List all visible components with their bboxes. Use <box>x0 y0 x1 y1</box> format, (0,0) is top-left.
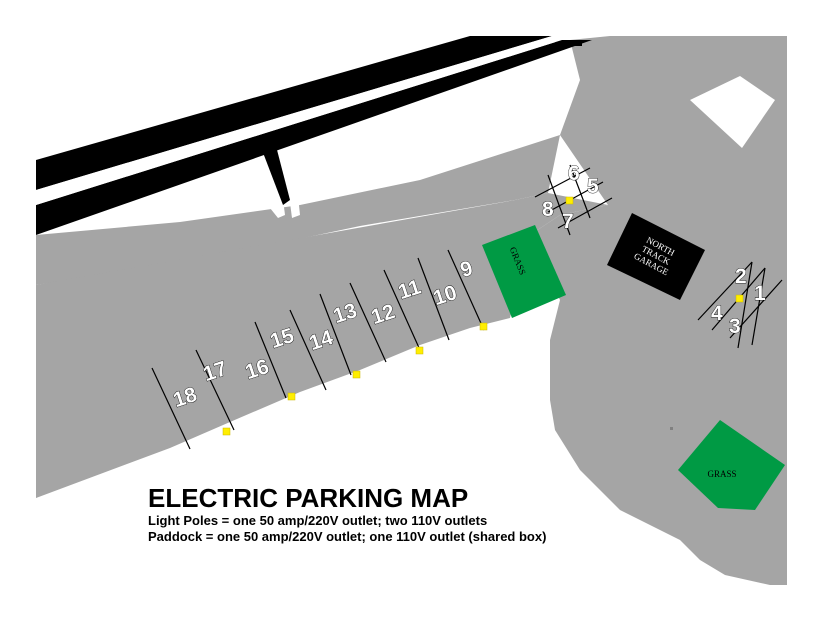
spot-3: 3 <box>729 315 741 338</box>
map-title: ELECTRIC PARKING MAP <box>148 483 469 513</box>
grass-patch-2 <box>678 420 785 510</box>
outlet-markers <box>222 196 744 436</box>
north-track-garage <box>607 213 705 300</box>
spot-2: 2 <box>735 265 747 288</box>
stall-lines-cluster-a <box>534 164 613 236</box>
legend-light-poles: Light Poles = one 50 amp/220V outlet; tw… <box>148 513 488 528</box>
outlet-marker <box>352 370 361 379</box>
outlet-marker <box>565 196 574 205</box>
map-legend: ELECTRIC PARKING MAP Light Poles = one 5… <box>148 483 546 545</box>
spot-4: 4 <box>711 302 723 325</box>
outlet-marker <box>287 392 296 401</box>
pit-wedge <box>262 146 290 205</box>
grass-label-2: GRASS <box>707 469 736 479</box>
spot-1: 1 <box>754 282 766 305</box>
spot-6: 6 <box>568 162 580 185</box>
white-gaps <box>36 36 562 218</box>
outlet-marker <box>222 427 231 436</box>
grass-patch-1 <box>482 225 566 318</box>
stall-lines-main <box>151 249 485 450</box>
legend-paddock: Paddock = one 50 amp/220V outlet; one 11… <box>148 529 547 544</box>
outlet-marker <box>479 322 488 331</box>
stall-lines-cluster-b <box>697 261 783 349</box>
island <box>690 76 775 148</box>
outlet-marker <box>735 294 744 303</box>
outlet-marker <box>415 346 424 355</box>
stray-mark <box>670 427 673 430</box>
spot-8: 8 <box>542 198 554 221</box>
spot-7: 7 <box>562 210 574 233</box>
spot-5: 5 <box>587 175 599 198</box>
